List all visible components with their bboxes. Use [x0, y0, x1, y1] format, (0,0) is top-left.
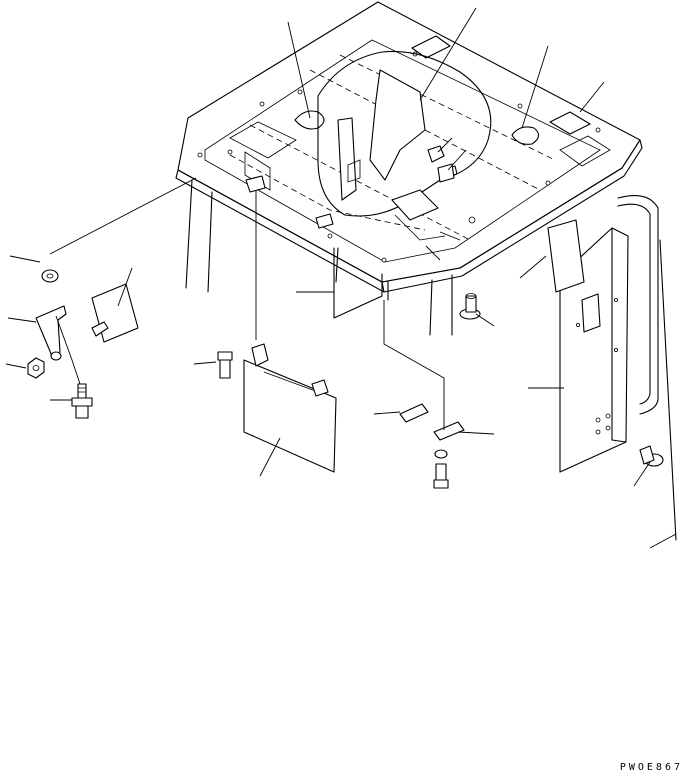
center-duct-cover	[317, 50, 492, 241]
washer	[41, 269, 59, 283]
mat-panel	[217, 343, 337, 473]
mounting-bolt	[71, 383, 93, 419]
insulation-pad-left	[294, 110, 325, 130]
nut	[27, 357, 45, 379]
link-arm	[35, 305, 109, 361]
side-panel	[547, 219, 629, 473]
bolt	[437, 163, 476, 224]
rear-pillar-plate	[333, 247, 383, 319]
corner-plate	[411, 35, 591, 135]
handrail	[617, 195, 677, 541]
drawing-code: PWOE867	[619, 762, 683, 773]
leader-lines	[5, 7, 677, 549]
cab-roof-frame	[175, 1, 643, 336]
grommet	[459, 293, 664, 467]
insulation-pad-right	[511, 126, 540, 145]
clip	[399, 403, 465, 489]
